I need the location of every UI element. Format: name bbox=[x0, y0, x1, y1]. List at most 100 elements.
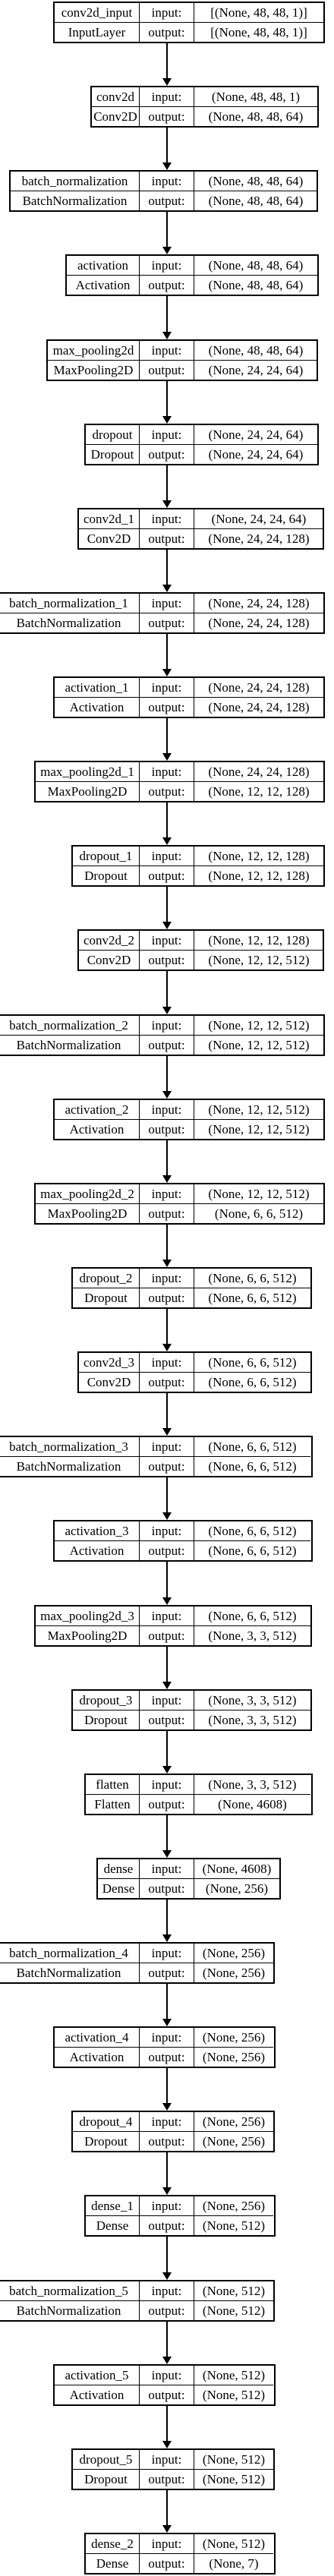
output-label: output: bbox=[140, 1204, 194, 1223]
input-label: input: bbox=[140, 87, 194, 107]
output-shape: (None, 48, 48, 64) bbox=[208, 277, 304, 292]
layer-name: max_pooling2d bbox=[48, 341, 140, 361]
edge-arrowhead bbox=[162, 78, 172, 86]
layer-name: max_pooling2d_3 bbox=[36, 1606, 140, 1626]
edge-line bbox=[166, 718, 168, 754]
edge-line bbox=[166, 971, 168, 1007]
output-label: output: bbox=[140, 1288, 194, 1307]
edge-line bbox=[166, 2237, 168, 2273]
output-shape: (None, 512) bbox=[202, 2303, 266, 2318]
edge-line bbox=[166, 550, 168, 585]
input-shape: (None, 256) bbox=[194, 2112, 273, 2132]
output-shape: (None, 4608) bbox=[218, 1796, 287, 1811]
layer-type: BatchNormalization bbox=[0, 2301, 140, 2320]
input-label: input: bbox=[140, 1016, 194, 1036]
input-shape: (None, 512) bbox=[194, 2366, 273, 2385]
input-shape: (None, 12, 12, 128) bbox=[194, 931, 323, 951]
edge-arrowhead bbox=[162, 1682, 172, 1689]
output-shape: (None, 6, 6, 512) bbox=[208, 1458, 297, 1474]
input-label: input: bbox=[140, 847, 194, 866]
output-shape: (None, 256) bbox=[202, 2049, 266, 2064]
edge-line bbox=[166, 1309, 168, 1345]
layer-name: batch_normalization_1 bbox=[0, 594, 140, 613]
layer-type: Dropout bbox=[73, 866, 140, 885]
input-shape: (None, 4608) bbox=[194, 1859, 279, 1879]
input-label: input: bbox=[140, 2366, 194, 2385]
input-label: input: bbox=[140, 1353, 194, 1373]
output-shape: (None, 48, 48, 64) bbox=[208, 193, 304, 208]
output-shape: (None, 24, 24, 64) bbox=[208, 362, 304, 377]
layer-name: conv2d_input bbox=[55, 3, 140, 23]
output-label: output: bbox=[140, 2048, 194, 2067]
input-label: input: bbox=[140, 678, 194, 698]
edge-line bbox=[166, 802, 168, 838]
layer-name: dense bbox=[98, 1859, 140, 1879]
edge-line bbox=[166, 2490, 168, 2526]
layer-name: dropout_2 bbox=[73, 1269, 140, 1288]
edge-arrowhead bbox=[162, 247, 172, 254]
edge-line bbox=[166, 1393, 168, 1429]
input-label: input: bbox=[140, 509, 194, 529]
output-label: output: bbox=[140, 2385, 194, 2404]
output-label: output: bbox=[140, 276, 194, 295]
input-label: input: bbox=[140, 1269, 194, 1288]
input-label: input: bbox=[140, 2112, 194, 2132]
layer-type: MaxPooling2D bbox=[36, 1204, 140, 1223]
input-shape: (None, 3, 3, 512) bbox=[194, 1775, 310, 1795]
edge-arrowhead bbox=[162, 2187, 172, 2195]
output-shape: [(None, 48, 48, 1)] bbox=[210, 24, 307, 39]
edge-line bbox=[166, 2406, 168, 2442]
layer-type: Activation bbox=[55, 2385, 140, 2404]
input-label: input: bbox=[140, 1775, 194, 1795]
layer-type: Activation bbox=[67, 276, 140, 295]
output-shape: (None, 3, 3, 512) bbox=[208, 1628, 297, 1643]
output-shape: (None, 24, 24, 128) bbox=[208, 699, 310, 714]
edge-line bbox=[166, 1647, 168, 1682]
layer-name: activation_5 bbox=[55, 2366, 140, 2385]
input-shape: (None, 48, 48, 64) bbox=[194, 256, 317, 276]
output-shape: (None, 12, 12, 512) bbox=[208, 1121, 310, 1137]
input-shape: (None, 6, 6, 512) bbox=[194, 1521, 310, 1541]
layer-name: dropout_5 bbox=[73, 2450, 140, 2470]
edge-arrowhead bbox=[162, 2525, 172, 2533]
output-label: output: bbox=[140, 1626, 194, 1645]
layer-type: Dropout bbox=[73, 1711, 140, 1729]
output-label: output: bbox=[140, 1879, 194, 1898]
input-label: input: bbox=[140, 1437, 194, 1457]
edge-arrowhead bbox=[162, 1597, 172, 1605]
edge-line bbox=[166, 1562, 168, 1598]
layer-type: Conv2D bbox=[79, 951, 140, 970]
layer-name: batch_normalization_2 bbox=[0, 1016, 140, 1036]
layer-name: batch_normalization_5 bbox=[0, 2281, 140, 2301]
input-label: input: bbox=[140, 1859, 194, 1879]
output-label: output: bbox=[140, 1120, 194, 1139]
edge-line bbox=[166, 1056, 168, 1092]
layer-type: BatchNormalization bbox=[0, 1457, 140, 1476]
input-shape: (None, 12, 12, 512) bbox=[194, 1100, 323, 1120]
layer-name: dropout_3 bbox=[73, 1691, 140, 1711]
edge-line bbox=[166, 1140, 168, 1176]
edge-arrowhead bbox=[162, 1766, 172, 1774]
input-label: input: bbox=[140, 2534, 194, 2554]
input-label: input: bbox=[140, 256, 194, 276]
output-label: output: bbox=[140, 1036, 194, 1055]
output-shape: (None, 6, 6, 512) bbox=[214, 1206, 304, 1221]
input-label: input: bbox=[140, 931, 194, 951]
input-label: input: bbox=[140, 341, 194, 361]
edge-line bbox=[166, 1900, 168, 1935]
edge-line bbox=[166, 1477, 168, 1513]
layer-name: dense_2 bbox=[86, 2534, 140, 2554]
edge-arrowhead bbox=[162, 585, 172, 592]
input-label: input: bbox=[140, 2028, 194, 2048]
input-shape: (None, 512) bbox=[194, 2450, 273, 2470]
input-label: input: bbox=[140, 2281, 194, 2301]
